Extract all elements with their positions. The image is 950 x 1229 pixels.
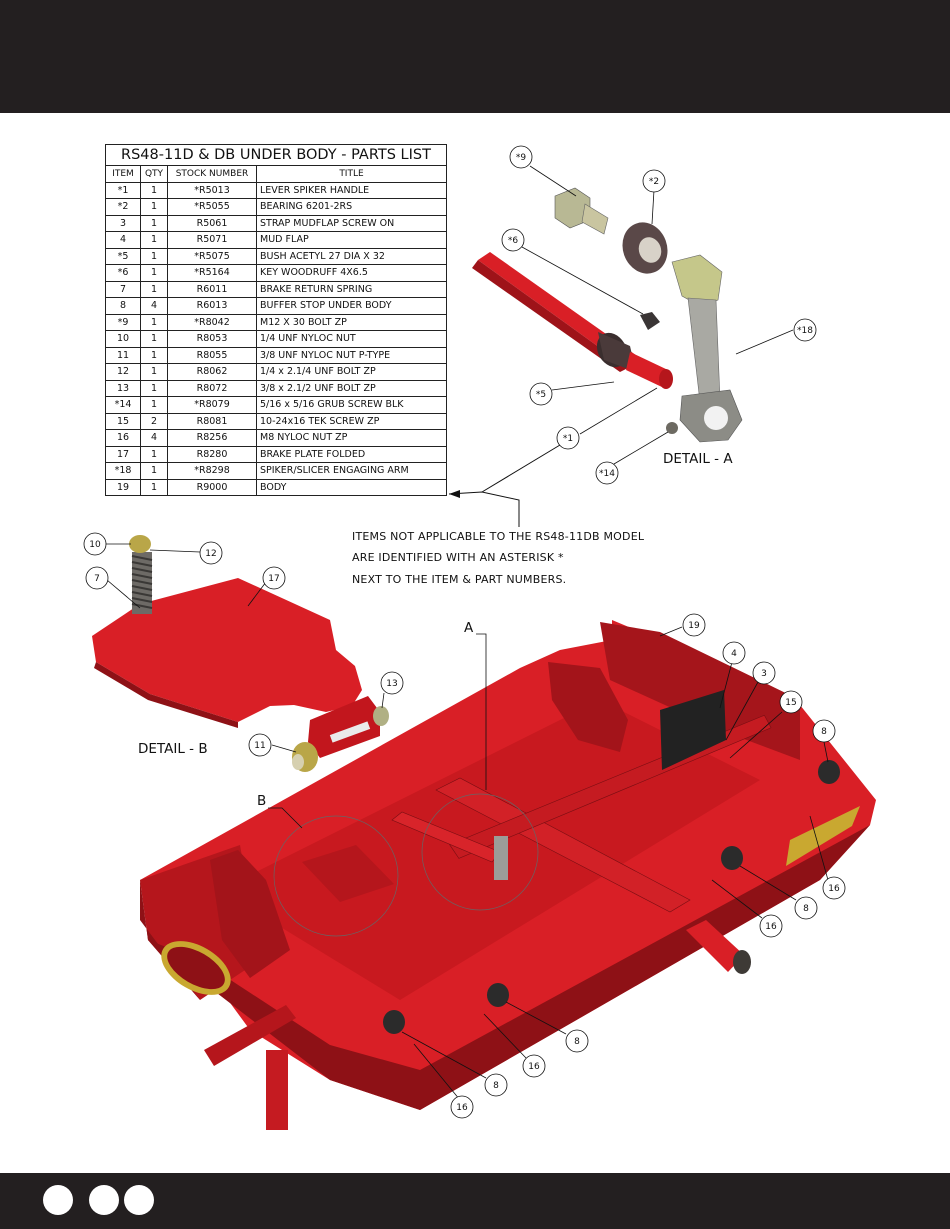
svg-text:7: 7 (94, 574, 100, 584)
view-b-label: B (257, 793, 267, 809)
callout-16-left: 16 (450, 1095, 474, 1119)
footer-bar (0, 1173, 950, 1229)
footer-dot-2 (89, 1185, 119, 1215)
callout-15: 15 (779, 690, 803, 714)
callout-14: *14 (595, 461, 619, 485)
svg-text:13: 13 (386, 679, 397, 689)
callout-16-front: 16 (522, 1054, 546, 1078)
svg-text:8: 8 (803, 904, 809, 914)
callout-8-left: 8 (484, 1073, 508, 1097)
svg-text:*1: *1 (563, 434, 573, 444)
svg-text:*9: *9 (516, 153, 527, 163)
svg-text:8: 8 (574, 1037, 580, 1047)
footer-dot-3 (124, 1185, 154, 1215)
detail-a-label: DETAIL - A (663, 451, 733, 467)
callout-19: 19 (682, 613, 706, 637)
footer-dot-1 (43, 1185, 73, 1215)
svg-text:4: 4 (731, 649, 737, 659)
callout-4: 4 (722, 641, 746, 665)
callout-6: *6 (501, 228, 525, 252)
svg-text:8: 8 (821, 727, 827, 737)
svg-text:11: 11 (254, 741, 265, 751)
svg-text:8: 8 (493, 1081, 499, 1091)
svg-text:16: 16 (765, 922, 777, 932)
svg-text:12: 12 (205, 549, 216, 559)
callout-7: 7 (85, 566, 109, 590)
callout-3: 3 (752, 661, 776, 685)
svg-text:*6: *6 (508, 236, 519, 246)
callout-1: *1 (556, 426, 580, 450)
callout-13: 13 (380, 671, 404, 695)
parts-list-table: RS48-11D & DB UNDER BODY - PARTS LIST IT… (105, 144, 447, 496)
svg-text:16: 16 (828, 884, 840, 894)
detail-a-parts (472, 187, 743, 443)
note-line-3: NEXT TO THE ITEM & PART NUMBERS. (352, 573, 567, 586)
callout-5: *5 (529, 382, 553, 406)
callout-16-mid: 16 (759, 914, 783, 938)
parts-list-title: RS48-11D & DB UNDER BODY - PARTS LIST (105, 144, 447, 166)
svg-text:16: 16 (456, 1103, 468, 1113)
callout-17: 17 (262, 566, 286, 590)
callout-8-front: 8 (565, 1029, 589, 1053)
svg-text:*5: *5 (536, 390, 546, 400)
callout-12: 12 (199, 541, 223, 565)
svg-text:*18: *18 (797, 326, 813, 336)
mower-body (140, 620, 876, 1130)
callout-8-right: 8 (812, 719, 836, 743)
svg-text:*2: *2 (649, 177, 659, 187)
header-bar (0, 0, 950, 113)
callout-11: 11 (248, 733, 272, 757)
note-line-2: ARE IDENTIFIED WITH AN ASTERISK * (352, 551, 564, 564)
cell-title: BODY (256, 478, 447, 496)
svg-text:3: 3 (761, 669, 767, 679)
cell-item: 19 (105, 478, 141, 496)
svg-text:10: 10 (89, 540, 101, 550)
detail-b-label: DETAIL - B (138, 741, 208, 757)
callout-16-right: 16 (822, 876, 846, 900)
view-a-label: A (464, 620, 474, 636)
callout-9: *9 (509, 145, 533, 169)
svg-text:*14: *14 (599, 469, 615, 479)
svg-text:19: 19 (688, 621, 700, 631)
note-line-1: ITEMS NOT APPLICABLE TO THE RS48-11DB MO… (352, 530, 645, 543)
callout-2: *2 (642, 169, 666, 193)
detail-b-parts (92, 535, 389, 772)
svg-text:15: 15 (785, 698, 796, 708)
svg-text:17: 17 (268, 574, 279, 584)
callout-18: *18 (793, 318, 817, 342)
callout-8-mid: 8 (794, 896, 818, 920)
callout-10: 10 (83, 532, 107, 556)
svg-text:16: 16 (528, 1062, 540, 1072)
